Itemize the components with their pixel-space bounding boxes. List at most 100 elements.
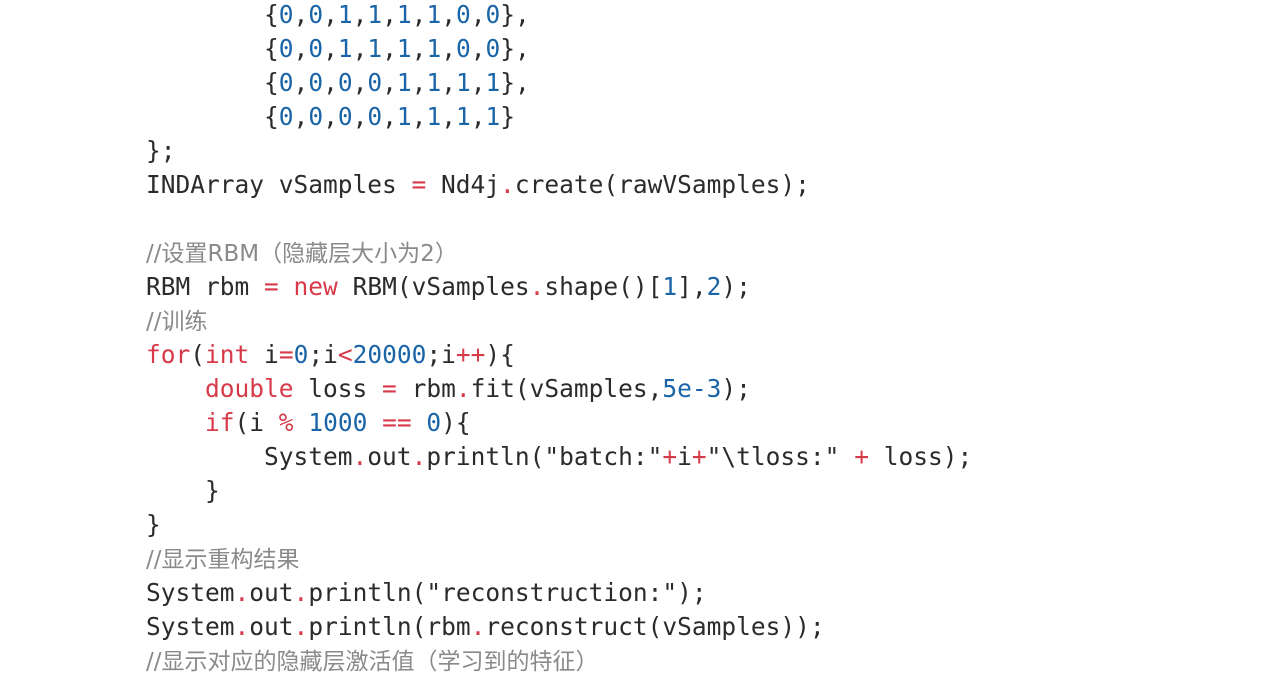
code-token-num: 1	[455, 102, 471, 131]
code-token-num: 1	[396, 68, 412, 97]
code-token-num: 0	[337, 68, 353, 97]
code-token-text	[839, 442, 854, 471]
code-token-num: 1000	[308, 408, 368, 437]
code-token-text: ,	[470, 0, 486, 29]
code-token-text: }	[205, 476, 220, 505]
code-token-text: System	[146, 612, 235, 641]
code-token-text: ,	[352, 0, 368, 29]
code-indent	[146, 102, 264, 131]
code-token-text: {	[264, 34, 279, 63]
code-token-op: .	[470, 612, 486, 641]
code-token-comment: //训练	[146, 309, 208, 335]
code-token-num: 0	[308, 102, 324, 131]
code-token-num: 1	[426, 68, 442, 97]
code-token-text: ,	[293, 102, 309, 131]
code-token-kw: int	[205, 340, 250, 369]
code-token-text: ,	[293, 68, 309, 97]
code-token-text: (i	[234, 408, 279, 437]
code-token-op: .	[234, 578, 250, 607]
code-token-num: 0	[278, 68, 294, 97]
code-token-num: 0	[367, 68, 383, 97]
code-token-num: 0	[426, 408, 442, 437]
code-line: //训练	[146, 304, 1266, 338]
code-token-op: .	[293, 578, 309, 607]
code-token-text: ,	[441, 34, 456, 63]
code-token-text: };	[146, 136, 176, 165]
code-token-text	[412, 408, 427, 437]
code-token-text: ,	[293, 0, 309, 29]
code-token-str: "reconstruction:"	[426, 578, 678, 607]
code-line: INDArray vSamples = Nd4j.create(rawVSamp…	[146, 168, 1266, 202]
code-token-text: System	[146, 578, 235, 607]
code-token-num: 20000	[352, 340, 427, 369]
code-line: System.out.println("reconstruction:");	[146, 576, 1266, 610]
code-token-text: ,	[382, 34, 397, 63]
code-token-num: 0	[337, 102, 353, 131]
code-token-text: ,	[411, 34, 427, 63]
code-token-text: );	[721, 374, 751, 403]
code-line: RBM rbm = new RBM(vSamples.shape()[1],2)…	[146, 270, 1266, 304]
code-token-text: ,	[352, 102, 368, 131]
code-token-text	[294, 408, 309, 437]
code-token-text: ,	[323, 102, 338, 131]
code-token-text: },	[500, 34, 530, 63]
code-token-num: 0	[367, 102, 383, 131]
code-token-text: {	[264, 102, 279, 131]
code-token-text: ,	[382, 102, 397, 131]
code-token-text: shape()[	[544, 272, 663, 301]
code-token-text: println(	[426, 442, 545, 471]
code-token-comment: //显示重构结果	[146, 547, 300, 573]
code-token-text: println(	[308, 578, 427, 607]
code-line	[146, 202, 1266, 236]
code-token-num: 0	[293, 340, 309, 369]
code-token-text: i	[677, 442, 692, 471]
code-token-op: .	[234, 612, 250, 641]
code-token-num: 1	[662, 272, 678, 301]
code-token-num: 1	[396, 102, 412, 131]
code-token-str: "\tloss:"	[706, 442, 840, 471]
code-token-text: {	[264, 68, 279, 97]
code-token-text: out	[367, 442, 412, 471]
code-token-text: ){	[485, 340, 515, 369]
code-token-text: ,	[441, 68, 456, 97]
code-token-op: =	[264, 272, 279, 301]
code-token-text: rbm	[396, 374, 456, 403]
code-token-op: %	[278, 408, 294, 437]
code-token-num: 1	[396, 34, 412, 63]
code-token-num: 1	[367, 34, 383, 63]
code-line: for(int i=0;i<20000;i++){	[146, 338, 1266, 372]
code-line: //显示重构结果	[146, 542, 1266, 576]
code-line: if(i % 1000 == 0){	[146, 406, 1266, 440]
code-token-num: 0	[308, 0, 324, 29]
code-token-text: }	[146, 510, 161, 539]
code-view: {0,0,1,1,1,1,0,0}, {0,0,1,1,1,1,0,0}, {0…	[146, 0, 1266, 674]
code-token-text: reconstruct(vSamples));	[485, 612, 825, 641]
code-line: //显示对应的隐藏层激活值（学习到的特征）	[146, 644, 1266, 674]
code-token-op: .	[529, 272, 545, 301]
code-token-text: ,	[293, 34, 309, 63]
code-token-text: out	[249, 578, 294, 607]
code-token-comment: //显示对应的隐藏层激活值（学习到的特征）	[146, 649, 599, 674]
code-token-text: ,	[323, 34, 338, 63]
code-indent	[146, 68, 264, 97]
code-token-op: <	[337, 340, 353, 369]
code-token-text: out	[249, 612, 294, 641]
code-token-num: 1	[485, 68, 501, 97]
code-line: double loss = rbm.fit(vSamples,5e-3);	[146, 372, 1266, 406]
code-token-text: ,	[441, 0, 456, 29]
code-indent	[146, 374, 205, 403]
code-line: {0,0,1,1,1,1,0,0},	[146, 0, 1266, 32]
code-token-kw: new	[293, 272, 338, 301]
code-token-text	[279, 272, 294, 301]
code-token-text: loss);	[868, 442, 973, 471]
code-token-num: 1	[337, 0, 353, 29]
code-token-text: );	[721, 272, 751, 301]
code-token-op: .	[455, 374, 471, 403]
code-token-comment: //设置RBM（隐藏层大小为2）	[146, 241, 458, 267]
code-token-num: 0	[278, 34, 294, 63]
code-token-num: 1	[426, 34, 442, 63]
code-line: }	[146, 474, 1266, 508]
code-token-num: 0	[455, 0, 471, 29]
code-token-text: ;i	[426, 340, 456, 369]
code-token-num: 0	[308, 34, 324, 63]
